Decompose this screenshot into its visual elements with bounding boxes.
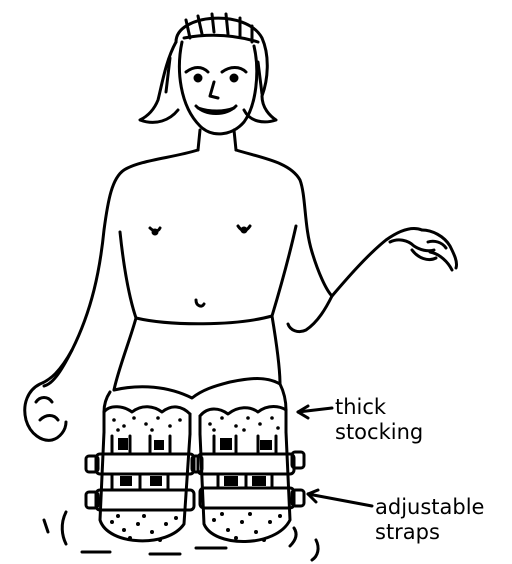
adjustable-straps-label: adjustable straps <box>375 495 484 545</box>
stocking-pointer-arrow <box>298 406 332 418</box>
adjustable-straps-label-line1: adjustable <box>375 495 484 520</box>
thick-stocking-label-line1: thick <box>335 395 423 420</box>
thick-stocking-label-line2: stocking <box>335 420 423 445</box>
raised-hand <box>288 230 457 332</box>
ground-marks <box>44 512 318 560</box>
adjustable-straps-label-line2: straps <box>375 520 484 545</box>
straps-pointer-arrow <box>308 490 372 506</box>
torso <box>44 150 422 386</box>
right-leg-brace <box>198 432 304 542</box>
underpants <box>114 316 280 398</box>
thick-stocking-label: thick stocking <box>335 395 423 445</box>
thick-stocking-cuffs <box>104 407 286 435</box>
left-hand <box>25 350 72 440</box>
face <box>179 42 256 134</box>
left-leg-brace <box>86 432 202 542</box>
